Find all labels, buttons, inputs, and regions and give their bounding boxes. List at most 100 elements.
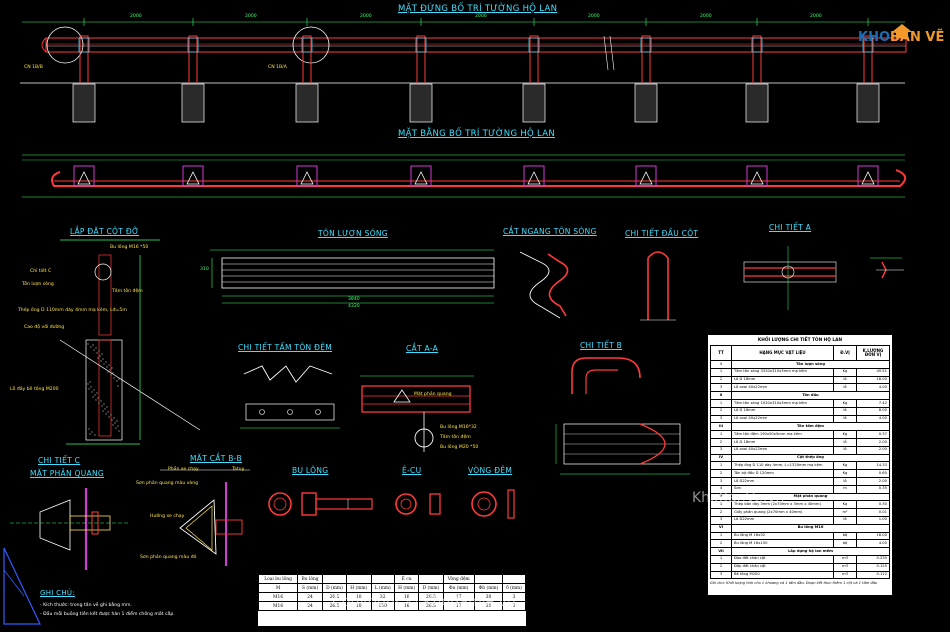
wave-beam-title: TÔN LƯỢN SÓNG [318, 229, 388, 238]
reflector-mark [300, 171, 314, 185]
aa-label-bolt-32: Bu lông M16*32 [440, 425, 477, 430]
elevation-post [752, 35, 762, 87]
concrete-hatch [100, 400, 102, 402]
plan-title: MẶT BẰNG BỐ TRÍ TƯỜNG HỘ LAN [398, 129, 556, 139]
qt-cell-unit: lỗ [833, 515, 857, 525]
qt-cell-tt: 1 [710, 554, 732, 564]
concrete-hatch [91, 391, 93, 393]
qt-cell-name: Lỗ oval 40x22mm [731, 383, 834, 393]
detail-b-view [555, 357, 690, 475]
bb-label-red: Sơn phản quang màu đỏ [140, 555, 197, 560]
qt-cell-name: Giấy phản quang (2x70mm x 40mm) [731, 508, 834, 517]
qt-cell-unit: m [833, 484, 857, 494]
brand-logo-text: KHOBẢN VẼ [858, 30, 944, 45]
qt-cell-name: Tấm tôn sóng 1020x310x3mm mạ kẽm [731, 398, 834, 408]
quantity-table-note: Ghi chú: Khối lượng tính cho 1 khoang và… [710, 581, 878, 585]
qt-header-qty: K.LƯỢNG ĐƠN VỊ [856, 345, 890, 361]
elev-dim-2: 2000 [245, 14, 257, 19]
concrete-hatch [106, 366, 108, 368]
quantity-table-title: KHỐI LƯỢNG CHI TIẾT TÔN HỘ LAN [757, 338, 843, 343]
post-footing [522, 83, 546, 123]
qt-cell-tt: VII [710, 547, 732, 556]
elevation-post [416, 35, 426, 87]
plan-post [746, 165, 768, 187]
qt-cell-qty: 16.00 [856, 375, 890, 385]
post-label-concrete: Lỗ đầy bê tông M200 [10, 387, 59, 392]
qt-cell-section: Bu lông M16 [731, 523, 890, 533]
concrete-hatch [92, 396, 94, 398]
bolt-table-cell: 30 [473, 601, 503, 611]
qt-cell-qty: 0.30 [856, 500, 890, 510]
qt-cell-unit: lỗ [833, 383, 857, 393]
concrete-hatch [89, 381, 91, 383]
qt-cell-name: Lỗ D 18mm [731, 437, 834, 447]
reflector-title: MẶT PHẢN QUANG [30, 469, 104, 478]
section-aa-view [360, 375, 474, 452]
reflector-mark [414, 171, 428, 185]
detail-a-view [743, 246, 904, 310]
concrete-hatch [90, 386, 92, 388]
qt-cell-qty: 0.235 [856, 554, 890, 564]
bb-label-lane: Phần xe chạy [168, 467, 199, 472]
concrete-hatch [108, 364, 110, 366]
post-label-detail-c: Chi tiết C [30, 269, 52, 274]
qt-cell-qty: 0.125 [856, 562, 890, 572]
nut-view [395, 493, 441, 515]
post-connector [528, 37, 540, 53]
qt-cell-qty: 2.00 [856, 437, 890, 447]
concrete-hatch [118, 430, 120, 432]
concrete-hatch [89, 433, 91, 435]
qt-cell-unit: m3 [833, 562, 857, 572]
post-footing [295, 83, 319, 123]
wave-beam-view [210, 249, 495, 304]
qt-cell-qty: 4.00 [856, 414, 890, 424]
qt-cell-tt: 2 [710, 375, 732, 385]
qt-cell-unit: Kg [833, 469, 857, 478]
washer-title: VÒNG ĐỆM [468, 466, 513, 475]
concrete-hatch [114, 422, 116, 424]
bolt-table-cell: 26.5 [321, 601, 348, 611]
elevation-post [188, 35, 198, 87]
beam-section-view [519, 251, 569, 319]
elevation-post [302, 35, 312, 87]
section-bb-title: MẶT CẮT B-B [190, 454, 242, 463]
concrete-hatch [88, 428, 90, 430]
bolt-table-cell [370, 574, 395, 584]
qt-cell-tt: I [710, 360, 732, 369]
concrete-hatch [103, 403, 105, 405]
qt-cell-qty: 7.42 [856, 398, 890, 408]
concrete-hatch [110, 374, 112, 376]
plan-post [857, 165, 879, 187]
elev-dim-1: 2000 [130, 14, 142, 19]
qt-cell-qty: 0.65 [856, 469, 890, 478]
detail-a-title: CHI TIẾT A [769, 223, 812, 232]
bolt-title: BU LÔNG [292, 466, 329, 475]
qt-cell-tt: II [710, 391, 732, 400]
concrete-hatch [109, 369, 111, 371]
qt-cell-tt: 3 [710, 476, 732, 486]
plan-post [523, 165, 545, 187]
post-connector [862, 37, 874, 53]
reflector-mark [77, 171, 91, 185]
qt-cell-tt: 2 [710, 508, 732, 517]
beam-section-title: CẮT NGANG TÔN SÓNG [503, 227, 597, 236]
qt-cell-tt: 1 [710, 430, 732, 439]
qt-cell-name: Lỗ D 18mm [731, 375, 834, 385]
concrete-hatch [99, 355, 101, 357]
bolt-table-cell: Loại bu lông [257, 574, 299, 584]
qt-cell-name: Lỗ D22mm [731, 515, 834, 525]
bolt-table-cell: H (mm) [393, 583, 420, 593]
qt-cell-unit: m² [833, 508, 857, 517]
qt-cell-tt: 2 [710, 562, 732, 572]
concrete-hatch [87, 383, 89, 385]
bolt-table-cell: Φb (mm) [473, 583, 503, 593]
concrete-hatch [94, 394, 96, 396]
concrete-hatch [116, 420, 118, 422]
bolt-table-cell [321, 574, 348, 584]
elev-dim-6: 2000 [700, 14, 712, 19]
